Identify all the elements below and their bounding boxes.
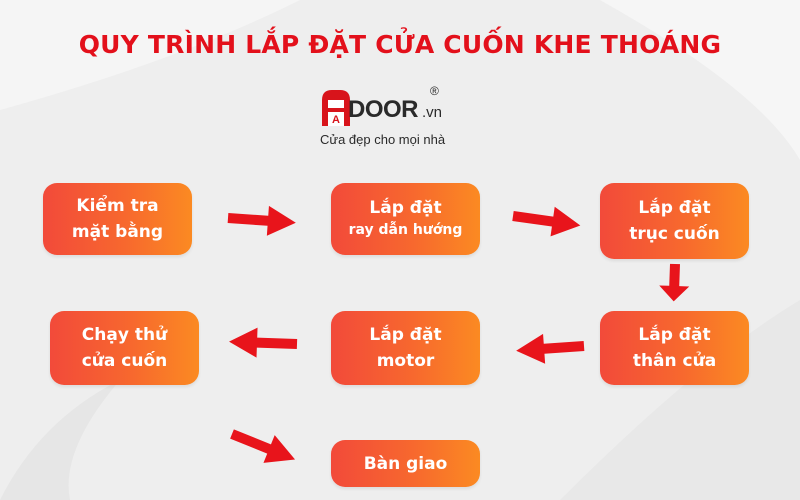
adoor-logo: A DOOR .vn ® Cửa đẹp cho mọi nhà xyxy=(318,84,488,150)
step-lap-dat-motor: Lắp đặt motor xyxy=(331,311,480,385)
step-label-line1: Kiểm tra xyxy=(76,196,159,216)
arrow-right-icon xyxy=(226,203,297,238)
step-label-line2: ray dẫn hướng xyxy=(348,222,463,238)
arrow-down-icon xyxy=(658,263,690,302)
registered-mark: ® xyxy=(430,84,439,98)
step-label-line1: Lắp đặt xyxy=(638,198,711,218)
step-lap-dat-ray-dan-huong: Lắp đặt ray dẫn hướng xyxy=(331,183,480,255)
step-label-line2: mặt bằng xyxy=(71,222,164,242)
step-label-line2: trục cuốn xyxy=(629,224,720,244)
arrow-right-icon xyxy=(510,201,583,241)
logo-domain: .vn xyxy=(422,104,443,121)
step-label-line2: thân cửa xyxy=(632,351,717,371)
step-label-line2: cửa cuốn xyxy=(81,351,168,371)
step-lap-dat-than-cua: Lắp đặt thân cửa xyxy=(600,311,749,385)
arrow-left-icon xyxy=(228,326,298,359)
step-label-line1: Lắp đặt xyxy=(638,325,711,345)
logo-tagline: Cửa đẹp cho mọi nhà xyxy=(320,132,446,147)
step-kiem-tra-mat-bang: Kiểm tra mặt bằng xyxy=(43,183,192,255)
step-label-line2: motor xyxy=(376,351,435,371)
arrow-left-icon xyxy=(515,331,586,366)
page-title: QUY TRÌNH LẮP ĐẶT CỬA CUỐN KHE THOÁNG xyxy=(78,30,722,59)
step-label-line1: Lắp đặt xyxy=(369,325,442,345)
step-label-line1: Bàn giao xyxy=(363,453,448,474)
step-chay-thu-cua-cuon: Chạy thử cửa cuốn xyxy=(50,311,199,385)
adoor-logo-mark: A xyxy=(322,90,350,126)
step-label-line1: Chạy thử xyxy=(81,325,168,345)
step-ban-giao: Bàn giao xyxy=(331,440,480,487)
step-lap-dat-truc-cuon: Lắp đặt trục cuốn xyxy=(600,183,749,259)
step-label-line1: Lắp đặt xyxy=(369,198,442,218)
logo-wordmark: DOOR xyxy=(348,96,419,123)
arrow-down-right-icon xyxy=(226,420,301,474)
logo-mark-letter: A xyxy=(332,114,340,126)
